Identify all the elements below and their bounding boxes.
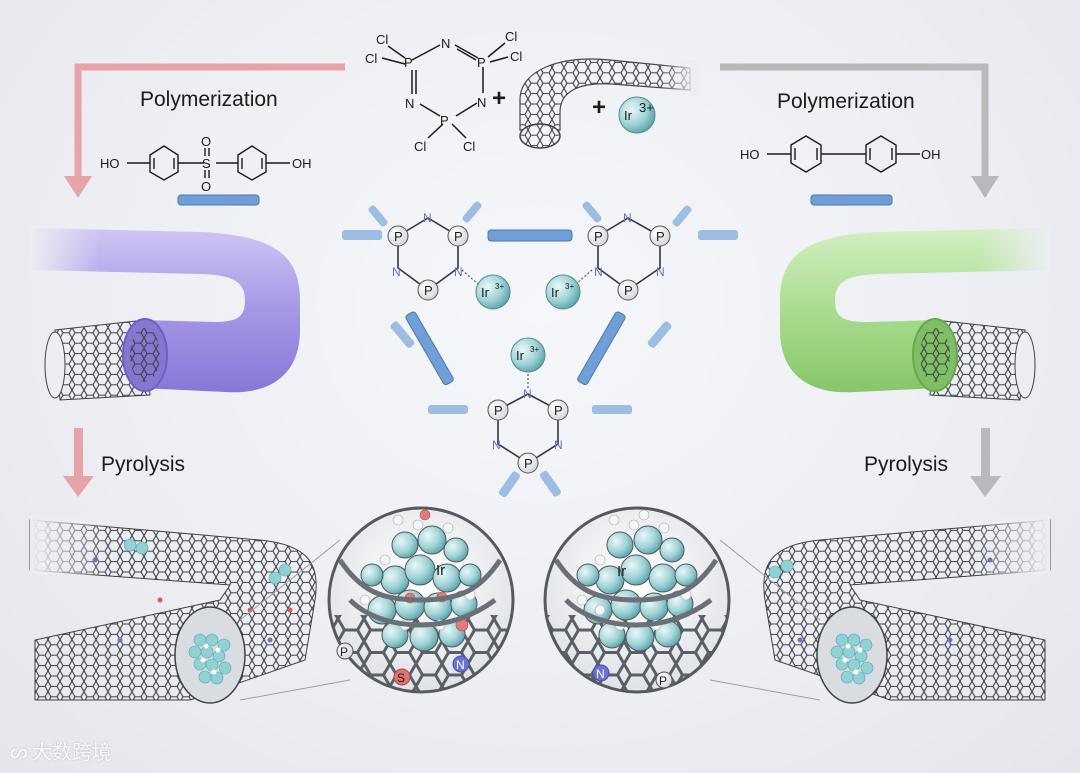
svg-text:S: S <box>202 156 211 171</box>
svg-text:N: N <box>456 658 465 672</box>
watermark-logo-icon: ᔕ <box>10 738 28 763</box>
svg-text:S: S <box>397 671 405 685</box>
svg-text:N: N <box>492 438 501 452</box>
linker-bar <box>810 194 893 206</box>
watermark-text: 大数跨境 <box>31 740 112 764</box>
ring-n: N <box>405 96 414 111</box>
svg-text:N: N <box>623 211 632 225</box>
plus-sign: + <box>492 85 506 112</box>
bisphenol-s-monomer: HO S O O OH <box>100 134 312 194</box>
svg-text:Ir: Ir <box>617 563 626 580</box>
right-pyrolyzed-nanotube <box>763 515 1051 704</box>
svg-text:N: N <box>423 211 432 225</box>
svg-text:P: P <box>340 645 348 659</box>
ring-n: N <box>441 36 450 51</box>
right-polymerization-label: Polymerization <box>777 90 915 113</box>
ring-cl: Cl <box>376 32 388 47</box>
watermark: ᔕ 大数跨境 <box>10 736 112 765</box>
left-pyrolysis-label: Pyrolysis <box>101 453 185 476</box>
svg-text:N: N <box>656 265 665 279</box>
svg-text:N: N <box>454 265 463 279</box>
right-zoom-circle: Ir N P <box>543 506 731 694</box>
svg-text:P: P <box>524 456 533 471</box>
ring-cl: Cl <box>365 51 377 66</box>
ring-cl: Cl <box>510 49 522 64</box>
svg-text:HO: HO <box>740 147 760 162</box>
purple-polymer-coated-nanotube <box>30 226 300 401</box>
svg-text:P: P <box>494 403 503 418</box>
svg-text:P: P <box>624 283 633 298</box>
phosphazene-ring: P P P N N N Cl Cl Cl Cl Cl Cl <box>365 29 522 154</box>
svg-text:N: N <box>523 387 532 401</box>
svg-text:P: P <box>424 283 433 298</box>
svg-text:Ir: Ir <box>481 285 490 300</box>
svg-text:P: P <box>659 674 667 688</box>
left-polymerization-label: Polymerization <box>140 88 278 111</box>
svg-text:3+: 3+ <box>565 282 574 291</box>
network-p-atoms <box>387 225 671 474</box>
right-arrow-head <box>971 176 999 198</box>
ring-cl: Cl <box>414 139 426 154</box>
ring-cl: Cl <box>463 139 475 154</box>
svg-text:3+: 3+ <box>530 345 539 354</box>
svg-text:Ir: Ir <box>516 348 525 363</box>
svg-text:P: P <box>594 229 603 244</box>
svg-text:Ir: Ir <box>624 108 633 123</box>
svg-text:P: P <box>454 229 463 244</box>
linker-bar <box>177 194 260 206</box>
svg-text:N: N <box>596 667 605 681</box>
svg-text:Ir: Ir <box>436 562 445 579</box>
svg-text:O: O <box>201 179 211 194</box>
svg-text:P: P <box>656 229 665 244</box>
svg-text:3+: 3+ <box>639 100 654 115</box>
ring-n: N <box>477 95 486 110</box>
svg-text:P: P <box>554 403 563 418</box>
svg-text:HO: HO <box>100 156 120 171</box>
left-pyrolysis-arrow <box>63 428 94 497</box>
svg-text:N: N <box>594 265 603 279</box>
svg-text:P: P <box>394 229 403 244</box>
biphenol-monomer: HO OH <box>740 135 941 173</box>
left-pyrolyzed-nanotube <box>29 515 317 704</box>
right-process-arrow <box>720 63 989 178</box>
left-zoom-circle: Ir P S N <box>327 506 515 694</box>
ring-p: P <box>440 113 449 128</box>
svg-text:N: N <box>554 438 563 452</box>
carbon-nanotube <box>519 58 700 149</box>
ring-cl: Cl <box>505 29 517 44</box>
ring-p: P <box>404 55 413 70</box>
iridium-ion: Ir 3+ <box>618 96 656 134</box>
ring-p: P <box>477 55 486 70</box>
network-iridium-ions <box>475 274 581 373</box>
svg-text:3+: 3+ <box>495 282 504 291</box>
right-pyrolysis-label: Pyrolysis <box>864 453 948 476</box>
right-pyrolysis-arrow <box>970 428 1001 497</box>
svg-text:OH: OH <box>921 147 941 162</box>
left-process-arrow <box>74 63 345 178</box>
left-arrow-head <box>64 176 92 198</box>
plus-sign: + <box>592 94 606 121</box>
svg-text:OH: OH <box>292 156 312 171</box>
svg-text:O: O <box>201 134 211 149</box>
svg-text:Ir: Ir <box>551 285 560 300</box>
green-polymer-coated-nanotube <box>780 226 1050 401</box>
polyphosphazene-network: P P P P P P P P P N N N N N N N N N <box>342 201 738 498</box>
svg-text:N: N <box>392 265 401 279</box>
